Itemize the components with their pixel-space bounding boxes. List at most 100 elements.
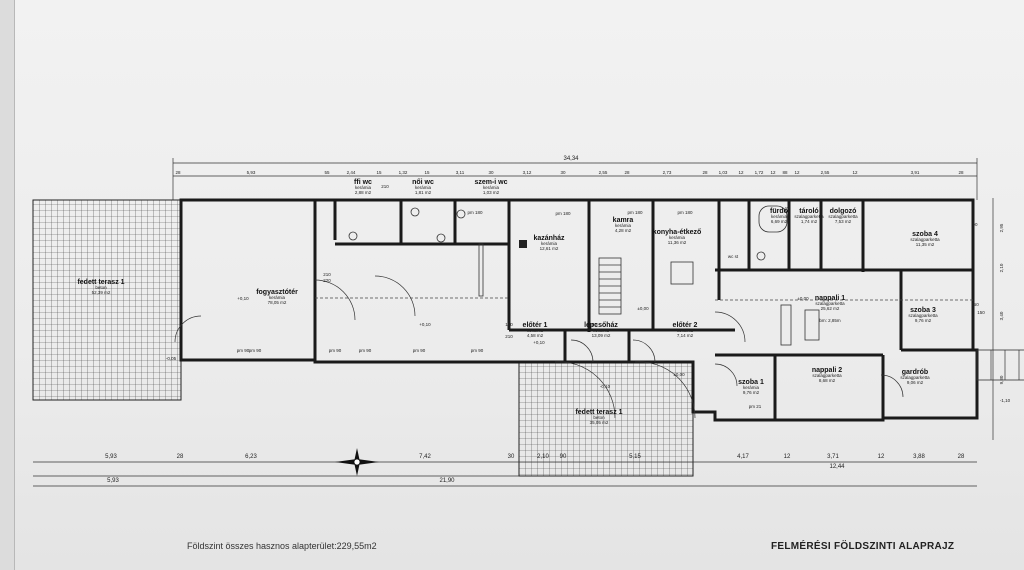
room-material: szalagparketta [910, 237, 940, 242]
room-material: kerámia [593, 328, 610, 333]
top-dim-value: 88 [782, 170, 788, 175]
room-name: fedett terasz 1 [77, 279, 124, 286]
bottom-dim-value: 30 [508, 454, 515, 460]
top-dim-value: 12 [794, 170, 800, 175]
top-dim-value: 15 [424, 170, 430, 175]
right-dim-value: 2,95 [999, 223, 1004, 232]
top-dim-value: 28 [175, 170, 181, 175]
top-dim-value: 28 [958, 170, 964, 175]
opening-label: pm 90 [249, 348, 262, 353]
room-name: konyha-étkező [653, 229, 702, 236]
room-area: 25,62 m2 [821, 306, 840, 311]
room-name: nappali 2 [812, 367, 842, 374]
top-dim-value: 28 [702, 170, 708, 175]
bottom-dim-value: 90 [560, 454, 567, 460]
room-name: kamra [613, 217, 634, 224]
top-dim-value: 12 [738, 170, 744, 175]
room-area: 7,14 m2 [677, 333, 694, 338]
top-dim-value: 30 [560, 170, 566, 175]
room-name: szoba 1 [738, 379, 764, 386]
room-name: tároló [799, 208, 818, 215]
bottom-left-small-dim: 5,93 [107, 478, 119, 484]
room-area: 11,35 m2 [916, 242, 935, 247]
room-material: beton [95, 285, 107, 290]
room-material: kerámia [615, 223, 632, 228]
room-area: 8,68 m2 [819, 378, 836, 383]
right-dimension-values: 2,952,103,409,80 [999, 223, 1004, 384]
opening-label: 210 [505, 334, 513, 339]
room-material: kerámia [355, 185, 372, 190]
opening-label: pm 180 [627, 210, 643, 215]
bottom-dim-value: 2,10 [537, 454, 549, 460]
room-area: 13,09 m2 [592, 333, 611, 338]
bottom-dim-value: 3,88 [913, 454, 925, 460]
bottom-dim-value: 7,42 [419, 454, 431, 460]
bottom-dim-value: 3,71 [827, 454, 839, 460]
room-area: 9,06 m2 [907, 380, 924, 385]
bottom-dim-value: 12 [878, 454, 885, 460]
room-material: kerámia [677, 328, 694, 333]
top-dim-value: 55 [324, 170, 330, 175]
right-dim-value: 2,10 [999, 263, 1004, 272]
opening-label: 150 [971, 302, 979, 307]
top-dim-value: 3,91 [911, 170, 920, 175]
top-dim-value: 12 [770, 170, 776, 175]
room-area: 6,69 m2 [771, 219, 788, 224]
opening-label: 210 [381, 184, 389, 189]
interior-walls [179, 200, 977, 420]
top-dim-value: 2,44 [347, 170, 356, 175]
door-swings [174, 275, 973, 419]
top-dim-value: 2,55 [599, 170, 608, 175]
bottom-dim-value: 28 [958, 454, 965, 460]
room-name: kazánház [533, 235, 565, 242]
room-name: nappali 1 [815, 295, 845, 302]
opening-label: pm 180 [467, 210, 483, 215]
opening-label: pm 180 [555, 211, 571, 216]
level-label: -0,05 [166, 356, 177, 361]
opening-label: pm 90 [471, 348, 484, 353]
bottom-right-total-dim: 12,44 [829, 464, 845, 470]
bottom-terrace [518, 361, 694, 477]
room-name: dolgozó [830, 208, 857, 215]
boiler [519, 240, 527, 248]
room-material: kerámia [415, 185, 432, 190]
room-area: 7,53 m2 [835, 219, 852, 224]
top-dim-value: 1,72 [755, 170, 764, 175]
drawing-title: FELMÉRÉSI FÖLDSZINTI ALAPRAJZ [771, 541, 955, 552]
room-material: szalagparketta [908, 313, 938, 318]
opening-label: pm 90 [413, 348, 426, 353]
level-label: +0,10 [237, 296, 249, 301]
compass-rose-icon [335, 448, 379, 476]
level-label: +0,10 [533, 340, 545, 345]
room-area: 1,03 m2 [483, 190, 500, 195]
opening-label: 150 [977, 310, 985, 315]
room-material: szalagparketta [794, 214, 824, 219]
room-name: szoba 3 [910, 307, 936, 314]
room-name: szoba 4 [912, 231, 938, 238]
room-name: előtér 2 [673, 322, 698, 329]
room-area: 1,81 m2 [415, 190, 432, 195]
room-area: 2,88 m2 [355, 190, 372, 195]
room-name: lépcsőház [584, 322, 618, 329]
top-dim-value: 1,03 [719, 170, 728, 175]
opening-label: 100 [505, 322, 513, 327]
stairs [598, 257, 622, 315]
room-area: 52,39 m2 [92, 290, 111, 295]
room-material: kerámia [669, 235, 686, 240]
room-area: 78,05 m2 [268, 300, 287, 305]
level-label: ±0,00 [637, 306, 649, 311]
top-dim-value: 12 [852, 170, 858, 175]
room-name: fedett terasz 1 [575, 409, 622, 416]
total-width-dim: 34,34 [563, 156, 579, 162]
top-dimension-lines [172, 158, 978, 200]
top-dim-value: 5,93 [247, 170, 256, 175]
room-material: kerámia [483, 185, 500, 190]
wc-label: wc st [728, 254, 739, 259]
top-dim-value: 30 [488, 170, 494, 175]
opening-label: 220 [323, 278, 331, 283]
furniture [348, 205, 820, 346]
level-label: ±0,00 [673, 372, 685, 377]
